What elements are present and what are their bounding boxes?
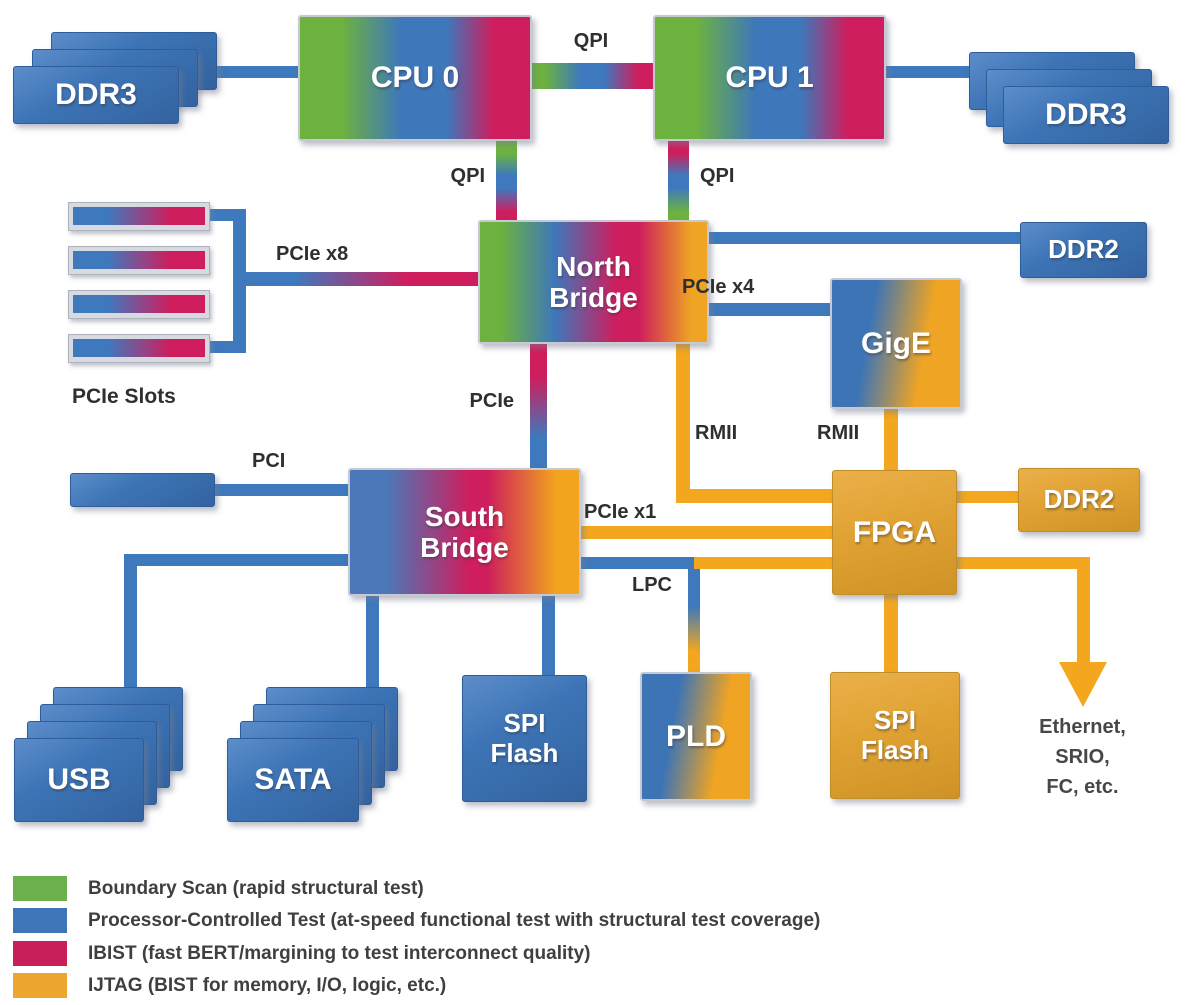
ethernet-caption: Ethernet, SRIO, FC, etc.: [1005, 712, 1160, 802]
legend-label-boundary-scan: Boundary Scan (rapid structural test): [88, 877, 424, 899]
pcie-x8-label: PCIe x8: [276, 243, 349, 265]
gige-box: GigE: [830, 278, 962, 409]
ddr2-fpga-box: DDR2: [1018, 468, 1140, 532]
pcie-slots-caption: PCIe Slots: [72, 385, 176, 408]
pcie-slot-4: [68, 334, 210, 363]
pld-box: PLD: [640, 672, 752, 801]
legend-swatch-ibist: [13, 941, 67, 966]
slots-bracket-vertical: [233, 209, 246, 353]
qpi-link-cpu0-northbridge: [496, 133, 517, 225]
rmii-link-northbridge-horizontal: [676, 489, 838, 503]
ethernet-caption-line2: SRIO,: [1055, 746, 1110, 768]
slots-bracket-stub-top: [204, 209, 246, 221]
qpi-top-label: QPI: [573, 30, 609, 52]
pcie-slot-4-edge: [73, 339, 205, 357]
usb-label: USB: [47, 763, 111, 797]
spi-flash-fpga-box: SPI Flash: [830, 672, 960, 799]
ddr2-top-box: DDR2: [1020, 222, 1147, 278]
lpc-link-vertical-to-pld: [688, 557, 700, 675]
gige-label: GigE: [860, 326, 931, 360]
legend-swatch-ijtag: [13, 973, 67, 998]
qpi-cpu1-label: QPI: [700, 165, 735, 187]
ddr3-left-box: DDR3: [13, 66, 179, 124]
pcie-slot-3-edge: [73, 295, 205, 313]
ethernet-down-arrow-icon: [1059, 662, 1107, 707]
link-down-to-usb: [124, 554, 137, 696]
spi-flash-south-label: SPI Flash: [490, 708, 559, 768]
pcie-x4-label: PCIe x4: [682, 276, 755, 298]
link-fpga-ethernet-horizontal: [952, 557, 1090, 569]
pcie-slot-1: [68, 202, 210, 231]
spi-flash-fpga-label: SPI Flash: [861, 705, 929, 765]
link-down-to-sata: [366, 588, 379, 696]
lpc-label: LPC: [632, 574, 672, 596]
pcie-label: PCIe: [469, 390, 514, 412]
pcie-x1-label: PCIe x1: [584, 501, 657, 523]
rmii-link-gige-fpga: [884, 402, 898, 474]
pcie-link-northbridge-southbridge: [530, 336, 547, 474]
sata-label: SATA: [254, 763, 332, 797]
qpi-link-cpu0-cpu1: [526, 63, 656, 89]
pcie-slot-2: [68, 246, 210, 275]
pld-label: PLD: [666, 719, 726, 753]
legend-swatch-processor-test: [13, 908, 67, 933]
cpu0-box: CPU 0: [298, 15, 532, 141]
link-ddr3left-cpu0: [195, 66, 305, 78]
legend-swatch-boundary-scan: [13, 876, 67, 901]
lpc-link-horizontal: [573, 557, 700, 569]
ddr3-left-label: DDR3: [55, 78, 137, 112]
sata-box: SATA: [227, 738, 359, 822]
lpc-link-to-fpga: [694, 557, 836, 569]
ethernet-caption-line3: FC, etc.: [1046, 776, 1119, 798]
legend-label-processor-test: Processor-Controlled Test (at-speed func…: [88, 909, 821, 931]
pcie-slot-1-edge: [73, 207, 205, 225]
rmii-gige-label: RMII: [817, 422, 860, 444]
slots-bracket-stub-bottom: [204, 341, 246, 353]
north-bridge-box: North Bridge: [478, 220, 709, 344]
north-bridge-label: North Bridge: [549, 250, 638, 313]
pcie-slot-3: [68, 290, 210, 319]
link-southbridge-spiflash: [542, 588, 555, 680]
usb-box: USB: [14, 738, 144, 822]
ddr3-right-box: DDR3: [1003, 86, 1169, 144]
pci-link-slot-southbridge: [208, 484, 356, 496]
pcie-slot-2-edge: [73, 251, 205, 269]
cpu0-label: CPU 0: [370, 61, 460, 95]
pciex1-link-southbridge-fpga: [575, 526, 836, 539]
cpu1-label: CPU 1: [725, 61, 814, 95]
rmii-link-northbridge-vertical: [676, 336, 690, 503]
qpi-link-cpu1-northbridge: [668, 133, 689, 225]
pci-slot-box: [70, 473, 215, 507]
legend-label-ibist: IBIST (fast BERT/margining to test inter…: [88, 942, 591, 964]
rmii-north-label: RMII: [695, 422, 738, 444]
fpga-box: FPGA: [832, 470, 957, 595]
link-northbridge-ddr2: [700, 232, 1025, 244]
south-bridge-box: South Bridge: [348, 468, 581, 596]
pci-label: PCI: [252, 450, 286, 472]
link-fpga-spiflash: [884, 590, 898, 676]
ethernet-caption-line1: Ethernet,: [1039, 716, 1126, 738]
link-fpga-ethernet-vertical: [1077, 557, 1090, 665]
cpu1-box: CPU 1: [653, 15, 886, 141]
ddr3-right-label: DDR3: [1045, 98, 1127, 132]
spi-flash-south-box: SPI Flash: [462, 675, 587, 802]
south-bridge-label: South Bridge: [420, 500, 509, 563]
ddr2-fpga-label: DDR2: [1043, 484, 1115, 515]
qpi-cpu0-label: QPI: [450, 165, 485, 187]
link-fpga-ddr2: [952, 491, 1022, 503]
ddr2-top-label: DDR2: [1048, 234, 1119, 265]
legend-label-ijtag: IJTAG (BIST for memory, I/O, logic, etc.…: [88, 974, 447, 996]
pciex4-link-northbridge-gige: [700, 303, 836, 316]
fpga-label: FPGA: [852, 515, 937, 549]
pciex8-link-slots-northbridge: [242, 272, 484, 286]
link-southbridge-left: [124, 554, 356, 566]
